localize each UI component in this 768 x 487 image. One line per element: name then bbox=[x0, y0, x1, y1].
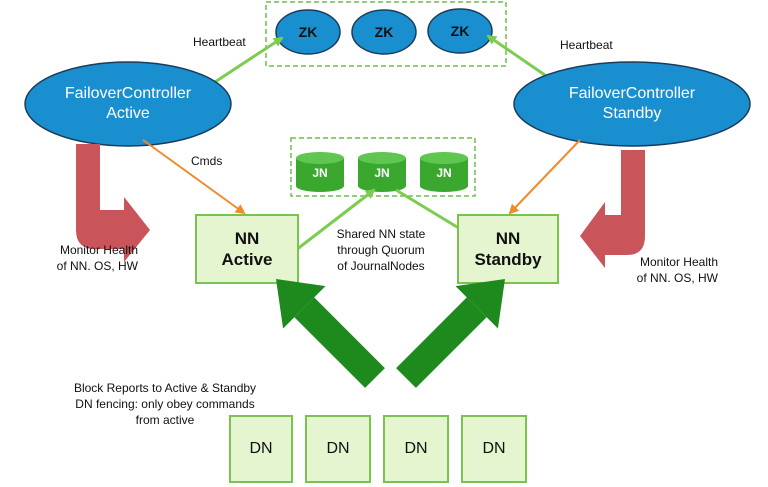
jn-group-border bbox=[290, 137, 476, 197]
block-reports-line1: Block Reports to Active & Standby bbox=[73, 381, 257, 395]
failover-standby-shape bbox=[513, 61, 751, 147]
heartbeat-line-right bbox=[486, 34, 556, 84]
zk-node-3: ZK bbox=[450, 23, 470, 39]
nn-active-line2: Active bbox=[221, 250, 273, 269]
block-reports-label: Block Reports to Active & Standby DN fen… bbox=[40, 380, 290, 428]
shared-line-standby bbox=[395, 188, 463, 232]
failover-active-line1: FailoverController bbox=[64, 85, 192, 102]
dn-node-4: DN bbox=[482, 440, 506, 457]
monitor-arrow-right bbox=[580, 150, 645, 268]
dn-node-3-shape bbox=[383, 415, 449, 483]
cmds-line-standby bbox=[508, 139, 581, 215]
nn-active: NN Active bbox=[196, 215, 298, 283]
shared-state-line3: of JournalNodes bbox=[337, 259, 425, 273]
failover-standby-line2: Standby bbox=[602, 105, 662, 122]
shared-state-line1: Shared NN state bbox=[336, 227, 426, 241]
cmds-line-active bbox=[142, 139, 246, 215]
shared-line-active bbox=[295, 188, 376, 252]
nn-standby-line2: Standby bbox=[474, 250, 542, 269]
failover-active-line2: Active bbox=[106, 105, 150, 122]
zk-node-1-shape bbox=[275, 9, 341, 55]
shared-state-line2: through Quorum bbox=[337, 243, 425, 257]
nn-standby: NN Standby bbox=[458, 215, 558, 283]
jn-node-2: JN bbox=[374, 166, 390, 180]
heartbeat-label-right: Heartbeat bbox=[560, 38, 613, 52]
zk-group-border bbox=[265, 1, 507, 67]
block-reports-line3: from active bbox=[135, 413, 195, 427]
nn-standby-shape bbox=[457, 214, 559, 284]
dn-node-2: DN bbox=[326, 440, 350, 457]
nn-standby-line1: NN bbox=[495, 229, 521, 248]
monitor-left-line2: of NN. OS, HW bbox=[56, 259, 138, 273]
heartbeat-line-left bbox=[214, 36, 284, 84]
monitor-right-line1: Monitor Health bbox=[639, 255, 718, 269]
failover-active: FailoverController Active bbox=[25, 62, 231, 146]
nn-active-line1: NN bbox=[234, 229, 260, 248]
monitor-arrow-left bbox=[76, 144, 150, 262]
monitor-left-line1: Monitor Health bbox=[59, 243, 138, 257]
failover-active-shape bbox=[24, 61, 232, 147]
jn-node-1: JN bbox=[312, 166, 328, 180]
dn-node-4-shape bbox=[461, 415, 527, 483]
failover-standby: FailoverController Standby bbox=[514, 62, 750, 146]
block-report-arrow-left bbox=[276, 279, 385, 388]
jn-node-2-shape bbox=[358, 152, 406, 192]
dn-node-2-shape bbox=[305, 415, 371, 483]
shared-state-label: Shared NN state through Quorum of Journa… bbox=[318, 226, 444, 274]
zk-node-3-shape bbox=[427, 8, 493, 54]
jn-node-1-shape bbox=[296, 152, 344, 192]
heartbeat-label-left: Heartbeat bbox=[193, 35, 246, 49]
monitor-right-line2: of NN. OS, HW bbox=[636, 271, 718, 285]
zk-node-1: ZK bbox=[298, 24, 318, 40]
monitor-label-right: Monitor Health of NN. OS, HW bbox=[608, 254, 718, 286]
zk-node-2: ZK bbox=[374, 24, 394, 40]
zk-node-2-shape bbox=[351, 9, 417, 55]
jn-node-3-shape bbox=[420, 152, 468, 192]
dn-node-1: DN bbox=[249, 440, 273, 457]
block-reports-line2: DN fencing: only obey commands bbox=[75, 397, 255, 411]
block-report-arrow-right bbox=[396, 279, 505, 388]
monitor-label-left: Monitor Health of NN. OS, HW bbox=[20, 242, 138, 274]
jn-node-3: JN bbox=[436, 166, 452, 180]
nn-active-shape bbox=[195, 214, 299, 284]
dn-node-3: DN bbox=[404, 440, 428, 457]
failover-standby-line1: FailoverController bbox=[568, 85, 696, 102]
dn-node-1-shape bbox=[229, 415, 293, 483]
cmds-label: Cmds bbox=[191, 154, 223, 168]
